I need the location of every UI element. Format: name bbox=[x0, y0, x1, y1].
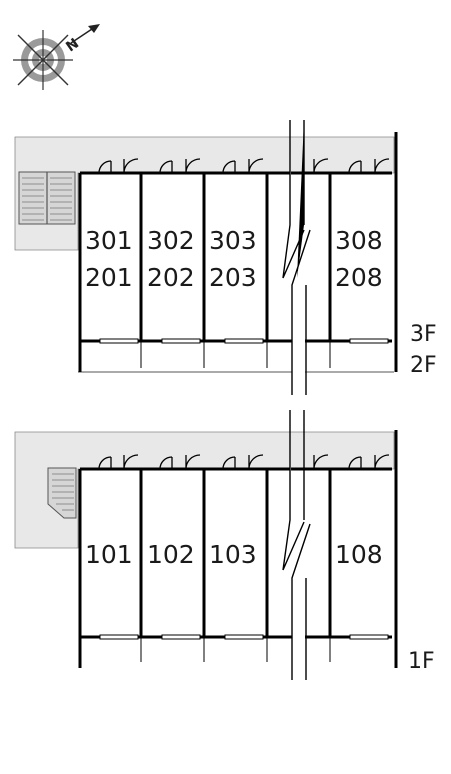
unit-label-202: 202 bbox=[147, 263, 195, 292]
unit-label-103: 103 bbox=[209, 540, 257, 569]
unit-label-203: 203 bbox=[209, 263, 257, 292]
compass-north-letter: N bbox=[63, 36, 82, 56]
upper-staircase bbox=[18, 171, 76, 225]
floor-label-1f: 1F bbox=[408, 649, 435, 674]
unit-label-208: 208 bbox=[335, 263, 383, 292]
compass-rose-icon: N bbox=[13, 24, 100, 90]
unit-label-102: 102 bbox=[147, 540, 195, 569]
unit-label-308: 308 bbox=[335, 226, 383, 255]
unit-label-302: 302 bbox=[147, 226, 195, 255]
lower-staircase bbox=[47, 467, 77, 519]
unit-label-101: 101 bbox=[85, 540, 133, 569]
lower-building: 101 102 103 108 1F bbox=[14, 410, 435, 680]
unit-label-303: 303 bbox=[209, 226, 257, 255]
lower-corridor bbox=[14, 431, 395, 549]
unit-label-301: 301 bbox=[85, 226, 133, 255]
upper-building: 301 302 303 308 201 202 203 208 3F 2F bbox=[14, 120, 437, 395]
floor-label-3f: 3F bbox=[410, 322, 437, 347]
unit-label-201: 201 bbox=[85, 263, 133, 292]
upper-break-symbol bbox=[281, 120, 305, 395]
lower-break-symbol bbox=[281, 410, 305, 680]
unit-label-108: 108 bbox=[335, 540, 383, 569]
floor-label-2f: 2F bbox=[410, 353, 437, 378]
upper-corridor bbox=[14, 136, 395, 251]
